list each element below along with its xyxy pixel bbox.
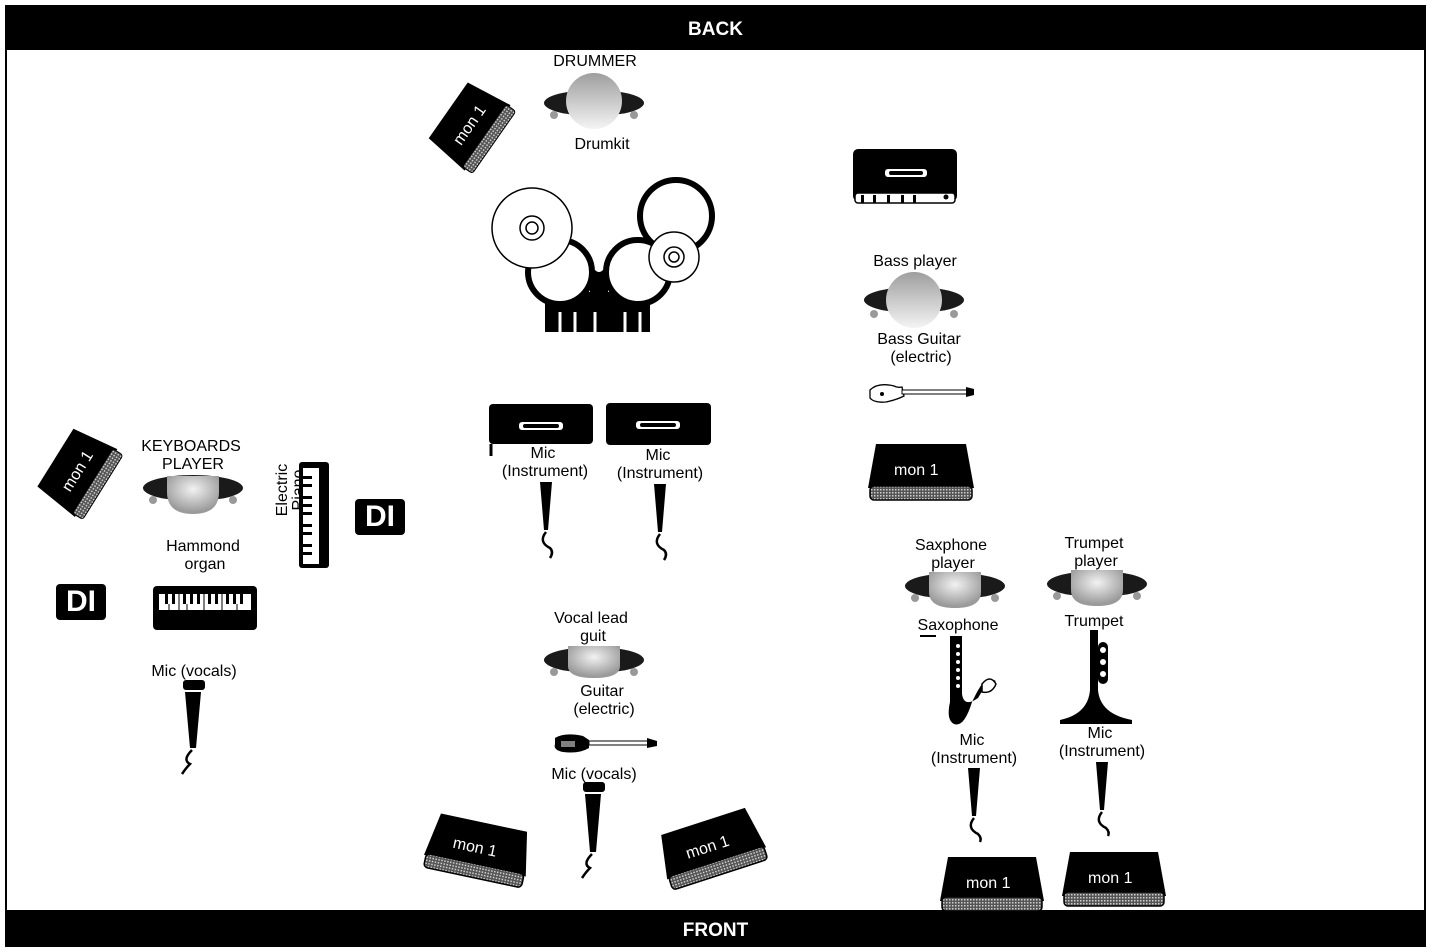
bass-guitar-icon <box>869 384 974 403</box>
electric-guitar-icon <box>554 734 657 753</box>
vocal-lead-mic-label: Mic (vocals) <box>551 766 637 783</box>
bass-amp-icon <box>853 149 957 204</box>
center-mic-left-line1: Mic <box>493 445 593 463</box>
trumpet-person-icon <box>1047 570 1147 606</box>
bass-monitor: mon 1 <box>868 444 974 502</box>
hammond-line2: organ <box>184 556 226 573</box>
vocal-lead-instrument-line2: (electric) <box>573 701 635 718</box>
center-mic-right-line2: (Instrument) <box>616 465 704 482</box>
drumkit-icon <box>491 177 715 334</box>
bass-instrument-line1: Bass Guitar <box>877 331 961 348</box>
guitar-amp-right-icon <box>606 403 711 445</box>
trumpet-label: Trumpet <box>1064 613 1124 630</box>
vocal-lead-monitor-left: mon 1 <box>421 812 535 890</box>
vocal-lead-person-icon <box>544 646 644 678</box>
drummer-title: DRUMMER <box>553 53 637 70</box>
bass-player-title: Bass player <box>873 253 957 270</box>
trumpet-monitor: mon 1 <box>1062 852 1166 910</box>
center-mic-left-icon <box>540 482 554 559</box>
hammond-organ-icon <box>153 586 257 630</box>
sax-monitor-label: mon 1 <box>966 875 1011 892</box>
sax-person-icon <box>905 572 1005 608</box>
keyboards-title-line1: KEYBOARDS <box>141 438 241 455</box>
trumpet-mic-line1: Mic <box>1087 725 1113 742</box>
center-mic-left-line2: (Instrument) <box>501 463 589 480</box>
bass-monitor-label: mon 1 <box>894 462 939 479</box>
trumpet-mic-icon <box>1096 762 1110 837</box>
keyboards-person-icon <box>143 475 243 514</box>
di-box-left: DI <box>56 584 106 620</box>
sax-mic-line2: (Instrument) <box>930 750 1018 767</box>
vocal-lead-instrument-line1: Guitar <box>580 683 624 700</box>
drumkit-label: Drumkit <box>574 136 630 153</box>
sax-mic-line1: Mic <box>959 732 985 749</box>
vocal-lead-mic-icon <box>580 782 605 879</box>
keyboards-monitor: mon 1 <box>34 424 126 523</box>
sax-monitor: mon 1 <box>940 857 1044 915</box>
vocal-lead-line2: guit <box>580 628 606 645</box>
sax-title-line2: player <box>931 555 975 572</box>
back-label: BACK <box>688 19 743 40</box>
trumpet-mic-line2: (Instrument) <box>1058 743 1146 760</box>
vocal-lead-line1: Vocal lead <box>554 610 628 627</box>
di-box-right: DI <box>355 499 405 535</box>
guitar-amp-left-icon <box>489 404 593 456</box>
front-label: FRONT <box>682 920 749 941</box>
trumpet-title-line2: player <box>1074 553 1118 570</box>
bass-person-icon <box>864 272 964 328</box>
trumpet-title-line1: Trumpet <box>1064 535 1124 552</box>
keyboards-mic-label: Mic (vocals) <box>151 663 237 680</box>
trumpet-icon <box>1060 630 1132 724</box>
drummer-person-icon <box>544 73 644 129</box>
drummer-monitor: mon 1 <box>425 78 518 177</box>
center-mic-right-icon <box>654 484 668 561</box>
vocal-lead-monitor-right: mon 1 <box>654 805 771 892</box>
bass-instrument-line2: (electric) <box>890 349 952 366</box>
trumpet-monitor-label: mon 1 <box>1088 870 1133 887</box>
sax-title-line1: Saxphone <box>914 537 988 554</box>
back-bar: BACK <box>5 5 1426 50</box>
sax-mic-icon <box>968 768 982 843</box>
hammond-line1: Hammond <box>166 538 240 555</box>
keyboards-mic-icon <box>180 680 205 775</box>
saxophone-label: Saxophone <box>917 617 999 634</box>
electric-piano-icon <box>299 462 329 568</box>
saxophone-icon <box>920 635 997 725</box>
keyboards-title-line2: PLAYER <box>162 456 224 473</box>
front-bar: FRONT <box>5 910 1426 947</box>
center-mic-right-line1: Mic <box>608 447 708 465</box>
